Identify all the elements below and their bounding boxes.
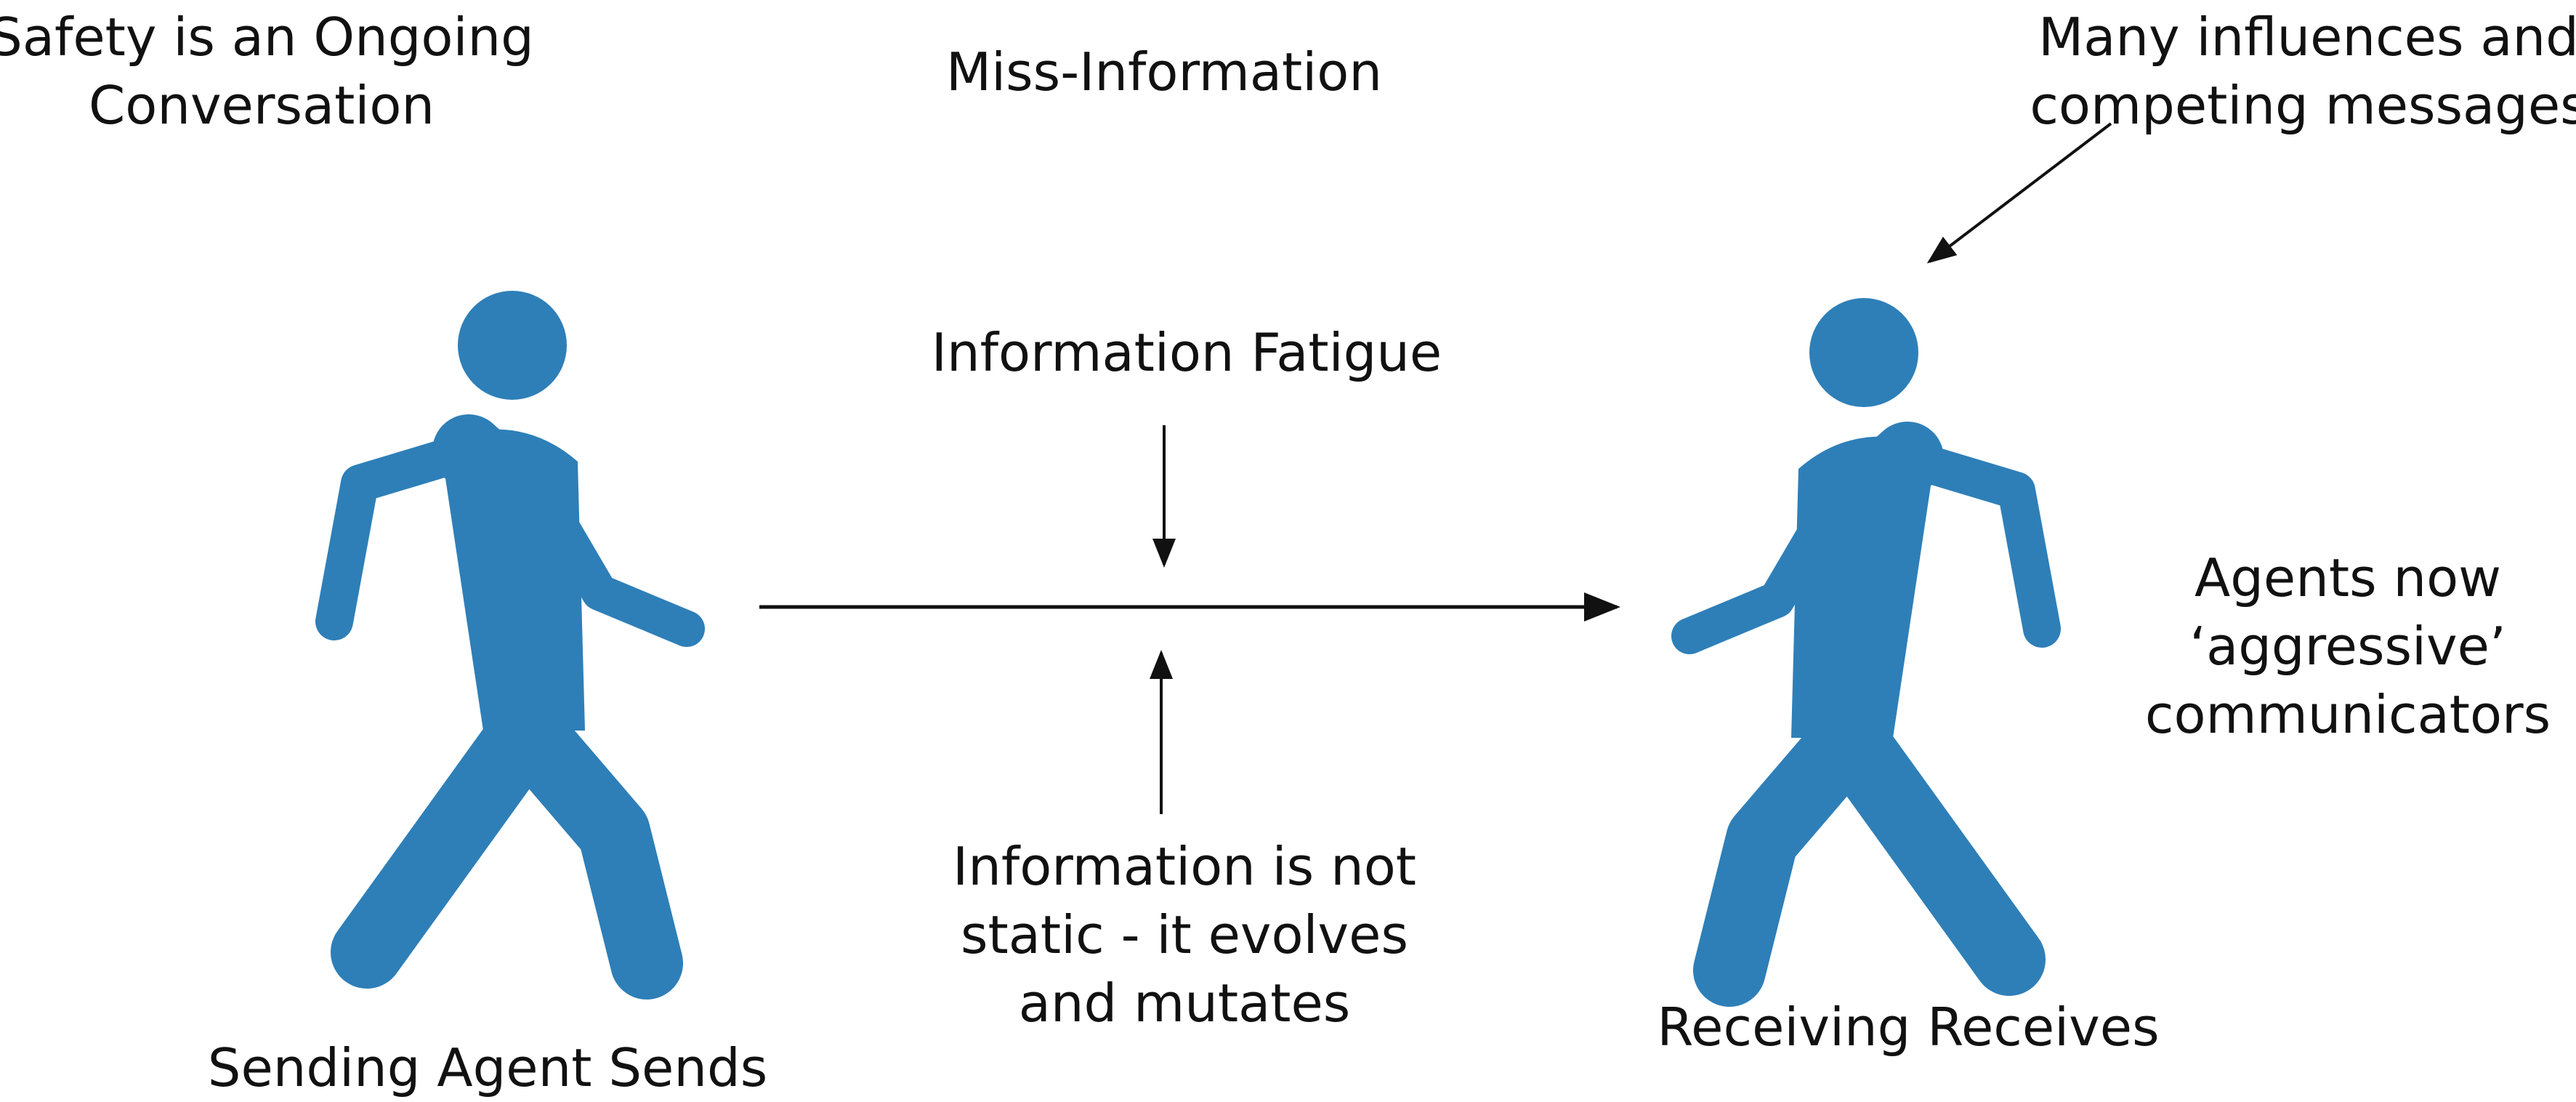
miss-information-label: Miss-Information: [946, 41, 1382, 102]
influences-label: Many influences and competing messages: [2030, 7, 2576, 136]
safety-label: Safety is an Ongoing Conversation: [0, 7, 534, 136]
receiving-agent-label: Receiving Receives: [1657, 997, 2160, 1058]
influences-arrow: [1926, 122, 2112, 264]
receiving-agent-figure: [1689, 298, 2042, 970]
information-evolves-label: Information is not static - it evolves a…: [953, 836, 1416, 1034]
information-fatigue-label: Information Fatigue: [931, 322, 1442, 383]
aggressive-communicators-label: Agents now ‘aggressive’ communicators: [2144, 547, 2551, 745]
sending-agent-label: Sending Agent Sends: [207, 1037, 768, 1098]
sending-agent-figure: [334, 291, 687, 963]
